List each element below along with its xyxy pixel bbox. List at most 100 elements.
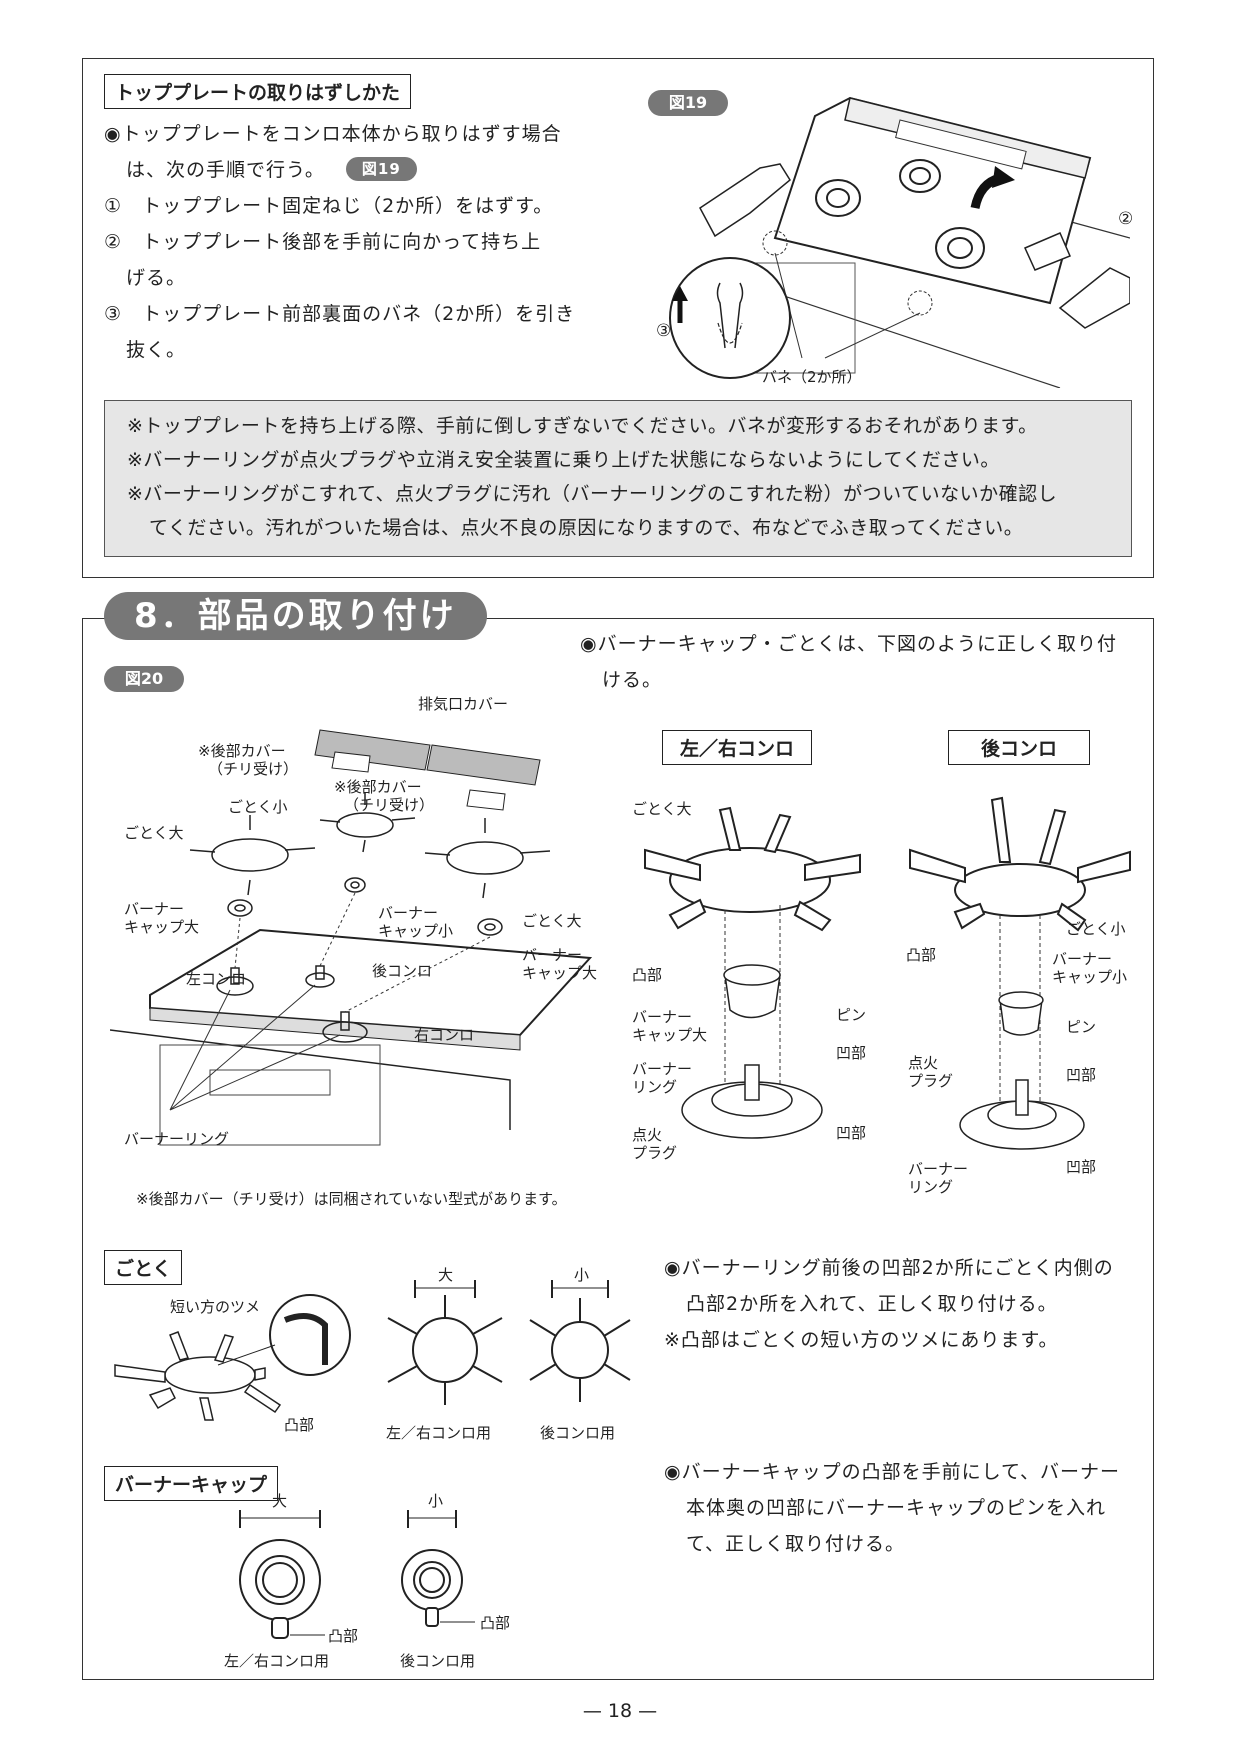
burner-cap-rear-use: 後コンロ用 [400,1652,476,1670]
step-3-num: ③ [104,303,123,325]
lr-burner-heading: 左／右コンロ [662,730,812,765]
gotoku-lr-use: 左／右コンロ用 [386,1424,492,1442]
burner-cap-illustration [220,1510,520,1650]
fig19-illustration [640,88,1130,388]
intro-line2-row: は、次の手順で行う。 図19 [104,152,624,188]
section8-intro: ◉バーナーキャップ・ごとくは、下図のように正しく取り付 ける。 [580,626,1140,698]
burner-cap-text-line3: て、正しく取り付ける。 [686,1533,906,1555]
rear-pin-label: ピン [1066,1018,1097,1036]
fig19-label: 図19 [648,90,728,116]
fig20-footnote: ※後部カバー（チリ受け）は同梱されていない型式があります。 [136,1190,567,1208]
burner-ring-icon [682,1065,822,1138]
fig19-ref-pill: 図19 [345,157,417,181]
burner-cap-large-top-icon [240,1510,320,1638]
fig20-cap-small-2: キャップ小 [378,922,454,940]
gotoku-large: 大 [438,1266,454,1284]
lr-ring-label-1: バーナー [632,1060,693,1078]
lr-cap-label-1: バーナー [632,1008,693,1026]
rear-cap-label-1: バーナー [1052,950,1113,968]
fig20-grate-small: ごとく小 [228,798,288,816]
gotoku-text-line2: 凸部2か所を入れて、正しく取り付ける。 [686,1293,1058,1315]
rear-burner-illustration [900,790,1140,1180]
gotoku-text-line3: ※凸部はごとくの短い方のツメにあります。 [664,1329,1059,1351]
fig20-cap-large-r-1: バーナー [522,946,583,964]
fig20-rear-cover-b-1: ※後部カバー [334,778,422,796]
note-3: ※バーナーリングがこすれて、点火プラグに汚れ（バーナーリングのこすれた粉）がつい… [127,483,1058,505]
rear-ring-label-2: リング [908,1178,954,1196]
step-1: ① トッププレート固定ねじ（2か所）をはずす。 [104,188,624,224]
top-section-heading: トッププレートの取りはずしかた [104,74,412,109]
fig20-grate-large-l: ごとく大 [124,824,184,842]
lr-pin-label: ピン [836,1006,867,1024]
fig20-cap-small-1: バーナー [378,904,439,922]
burner-cap-small-top-icon [402,1510,462,1626]
fig20-label: 図20 [104,666,184,692]
exhaust-cover-icon [315,730,540,785]
rear-cap-label-2: キャップ小 [1052,968,1128,986]
rear-grate-label: ごとく小 [1066,920,1126,938]
lr-plug-label-1: 点火 [632,1126,663,1144]
lr-grate-label: ごとく大 [632,800,692,818]
step-3: ③ トッププレート前部裏面のバネ（2か所）を引き [104,296,624,332]
top-notes-box: ※トッププレートを持ち上げる際、手前に倒しすぎないでください。バネが変形するおそ… [104,400,1132,557]
burner-ring-icon [217,966,367,1042]
grate-large-top-icon [388,1280,502,1405]
rear-cover-icon [332,752,505,810]
fig20-burner-ring: バーナーリング [124,1130,230,1148]
burner-cap-text-line1: ◉バーナーキャップの凸部を手前にして、バーナー [664,1461,1121,1483]
fig20-right-burner: 右コンロ [414,1026,475,1044]
fig20-rear-cover-a-1: ※後部カバー [198,742,286,760]
burner-cap-convex-s: 凸部 [480,1614,511,1632]
burner-hole-icon [816,160,984,268]
burner-cap-convex-l: 凸部 [328,1627,359,1645]
fig20-rear-cover-a-2: （チリ受け） [208,760,299,778]
gotoku-illustration [110,1290,360,1430]
burner-cap-lr-use: 左／右コンロ用 [224,1652,330,1670]
burner-cap-heading: バーナーキャップ [104,1466,279,1501]
burner-cap-large: 大 [272,1492,288,1510]
lr-plug-label-2: プラグ [632,1144,678,1162]
top-section-text: ◉トッププレートをコンロ本体から取りはずす場合 は、次の手順で行う。 図19 ①… [104,116,624,368]
fig20-rear-burner: 後コンロ [372,962,433,980]
lr-burner-illustration [630,780,870,1160]
grate-small-top-icon [530,1280,630,1402]
step-2-cont: げる。 [126,267,187,289]
intro-line2: は、次の手順で行う。 [126,159,325,181]
lr-concave-top-label: 凹部 [836,1044,867,1062]
note-3-cont: てください。汚れがついた場合は、点火不良の原因になりますので、布などでふき取って… [149,517,1024,539]
lr-convex-label: 凸部 [632,966,663,984]
burner-cap-small-icon [999,992,1043,1035]
rear-ring-label-1: バーナー [908,1160,969,1178]
burner-cap-text-line2: 本体奥の凹部にバーナーキャップのピンを入れ [686,1497,1107,1519]
lr-ring-label-2: リング [632,1078,678,1096]
gotoku-convex: 凸部 [284,1416,315,1434]
step-3-cont: 抜く。 [126,339,187,361]
fig20-illustration [110,690,610,1160]
burner-cap-large-icon [724,965,780,1018]
burner-cap-text: ◉バーナーキャップの凸部を手前にして、バーナー 本体奥の凹部にバーナーキャップの… [664,1454,1144,1562]
burner-cap-icon [228,878,502,935]
gotoku-rear-use: 後コンロ用 [540,1424,616,1442]
fig20-left-burner: 左コンロ [186,970,247,988]
intro-line1: ◉トッププレートをコンロ本体から取りはずす場合 [104,123,562,145]
step-1-num: ① [104,195,123,217]
step-2: ② トッププレート後部を手前に向かって持ち上 [104,224,624,260]
step-2-text: トッププレート後部を手前に向かって持ち上 [142,231,542,253]
rear-concave-bottom-label: 凹部 [1066,1158,1097,1176]
note-2: ※バーナーリングが点火プラグや立消え安全装置に乗り上げた状態にならないようにして… [127,449,1000,471]
fig20-rear-cover-b-2: （チリ受け） [344,796,435,814]
gotoku-heading: ごとく [104,1250,183,1285]
fig19-callout-2: ② [1118,209,1134,229]
gotoku-text-line1: ◉バーナーリング前後の凹部2か所にごとく内側の [664,1257,1114,1279]
fig20-grate-large-r: ごとく大 [522,912,582,930]
step-1-text: トッププレート固定ねじ（2か所）をはずす。 [142,195,554,217]
top-section-frame [82,58,1154,578]
burner-ring-icon [960,1080,1084,1149]
fig19-callout-3: ③ [656,321,672,341]
step-3-text: トッププレート前部裏面のバネ（2か所）を引き [142,303,576,325]
rear-burner-heading: 後コンロ [948,730,1090,765]
lr-concave-bottom-label: 凹部 [836,1124,867,1142]
gotoku-text: ◉バーナーリング前後の凹部2か所にごとく内側の 凸部2か所を入れて、正しく取り付… [664,1250,1144,1358]
burner-cap-small: 小 [428,1492,444,1510]
section8-intro-line2: ける。 [602,669,663,691]
